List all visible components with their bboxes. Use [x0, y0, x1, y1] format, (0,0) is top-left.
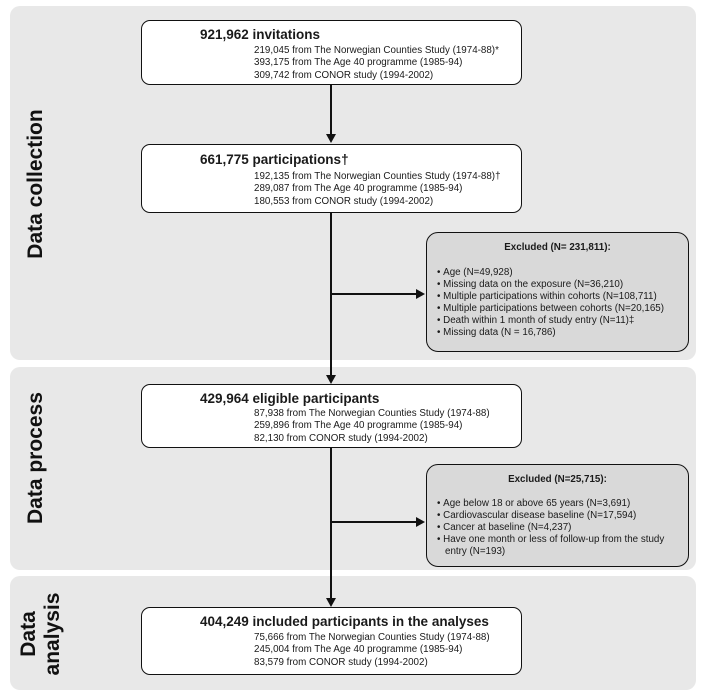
excluded-item: Death within 1 month of study entry (N=1…: [437, 315, 664, 327]
connector-eligible-included: [330, 448, 332, 604]
included-heading: 404,249 included participants in the ana…: [200, 614, 489, 629]
excluded-item: Multiple participations between cohorts …: [437, 303, 664, 315]
eligible-line: 259,896 from The Age 40 programme (1985-…: [254, 420, 463, 432]
excluded-title: Excluded (N= 231,811):: [504, 242, 611, 253]
arrow-right-icon: [416, 289, 425, 299]
participations-line: 289,087 from The Age 40 programme (1985-…: [254, 183, 463, 195]
excluded-item: Have one month or less of follow-up from…: [437, 534, 681, 558]
eligible-box: 429,964 eligible participants 87,938 fro…: [141, 384, 522, 448]
participations-box: 661,775 participations† 192,135 from The…: [141, 144, 522, 213]
included-line: 245,004 from The Age 40 programme (1985-…: [254, 644, 463, 656]
excluded-box-collection: Excluded (N= 231,811): Age (N=49,928) Mi…: [426, 232, 689, 352]
data-analysis-label-line1: Data: [17, 611, 40, 657]
invitations-lines: 219,045 from The Norwegian Counties Stud…: [254, 45, 499, 82]
excluded-item: Cardiovascular disease baseline (N=17,59…: [437, 510, 681, 522]
arrow-right-icon: [416, 517, 425, 527]
included-line: 75,666 from The Norwegian Counties Study…: [254, 632, 490, 643]
invitations-box: 921,962 invitations 219,045 from The Nor…: [141, 20, 522, 85]
participations-heading: 661,775 participations†: [200, 152, 349, 167]
excluded-title: Excluded (N=25,715):: [508, 474, 607, 485]
participations-lines: 192,135 from The Norwegian Counties Stud…: [254, 171, 501, 208]
eligible-line: 87,938 from The Norwegian Counties Study…: [254, 408, 490, 419]
data-collection-label: Data collection: [24, 109, 47, 259]
invitations-line: 393,175 from The Age 40 programme (1985-…: [254, 57, 463, 69]
excluded-item: Cancer at baseline (N=4,237): [437, 522, 681, 534]
arrow-down-icon: [326, 375, 336, 384]
connector-invitations-participations: [330, 85, 332, 140]
arrow-down-icon: [326, 134, 336, 143]
invitations-line: 309,742 from CONOR study (1994-2002): [254, 69, 434, 81]
connector-participations-eligible: [330, 213, 332, 380]
arrow-down-icon: [326, 598, 336, 607]
connector-to-excluded2: [330, 521, 418, 523]
eligible-heading: 429,964 eligible participants: [200, 391, 380, 406]
participations-line: 192,135 from The Norwegian Counties Stud…: [254, 171, 501, 182]
excluded-item: Age (N=49,928): [437, 267, 664, 279]
excluded-item: Multiple participations within cohorts (…: [437, 291, 664, 303]
excluded-box-process: Excluded (N=25,715): Age below 18 or abo…: [426, 464, 689, 567]
data-analysis-label-line2: analysis: [41, 592, 64, 676]
included-line: 83,579 from CONOR study (1994-2002): [254, 656, 428, 668]
excluded-list: Age (N=49,928) Missing data on the expos…: [437, 267, 664, 339]
included-lines: 75,666 from The Norwegian Counties Study…: [254, 632, 490, 669]
invitations-line: 219,045 from The Norwegian Counties Stud…: [254, 45, 499, 56]
participations-line: 180,553 from CONOR study (1994-2002): [254, 195, 434, 207]
data-analysis-label: Data analysis: [17, 589, 65, 679]
connector-to-excluded1: [330, 293, 418, 295]
excluded-list: Age below 18 or above 65 years (N=3,691)…: [437, 498, 681, 558]
eligible-lines: 87,938 from The Norwegian Counties Study…: [254, 408, 490, 445]
excluded-item: Missing data (N = 16,786): [437, 327, 664, 339]
included-box: 404,249 included participants in the ana…: [141, 607, 522, 675]
data-process-label: Data process: [24, 392, 47, 524]
eligible-line: 82,130 from CONOR study (1994-2002): [254, 432, 428, 444]
excluded-item: Age below 18 or above 65 years (N=3,691): [437, 498, 681, 510]
excluded-item: Missing data on the exposure (N=36,210): [437, 279, 664, 291]
invitations-heading: 921,962 invitations: [200, 27, 321, 42]
